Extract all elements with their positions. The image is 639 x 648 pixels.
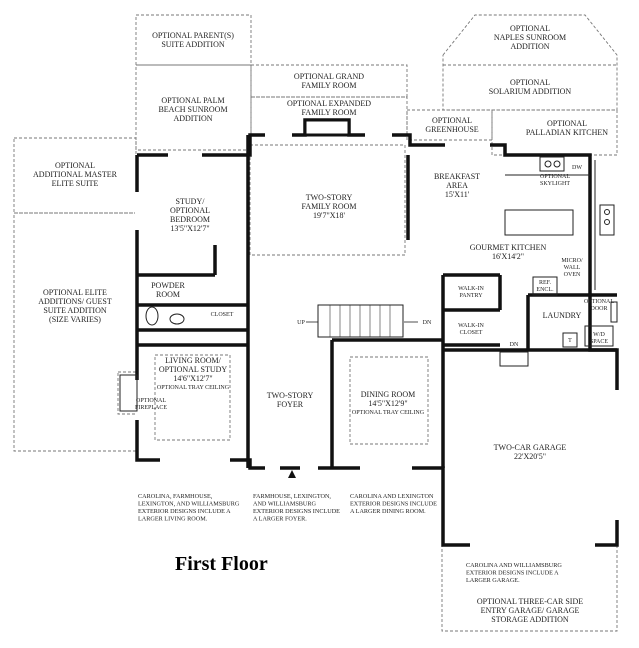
dw-label: DW xyxy=(572,165,582,171)
design-notes: CAROLINA, FARMHOUSE,LEXINGTON, AND WILLI… xyxy=(138,493,562,584)
t-mark: T xyxy=(568,338,572,344)
laundry-label: LAUNDRY xyxy=(543,311,582,320)
stair-dn-label: DN xyxy=(423,320,432,326)
walls xyxy=(135,118,619,547)
floor-title: First Floor xyxy=(175,553,268,575)
fixtures xyxy=(119,156,618,478)
optional-additions xyxy=(13,14,618,632)
garage-dn-label: DN xyxy=(510,342,519,348)
closet-label: CLOSET xyxy=(211,312,234,318)
room-labels: OPTIONAL PARENT(S)SUITE ADDITION OPTIONA… xyxy=(33,24,614,624)
living-note: CAROLINA, FARMHOUSE,LEXINGTON, AND WILLI… xyxy=(138,493,240,523)
stair-up-label: UP xyxy=(297,320,305,326)
ref-label: REF.ENCL. xyxy=(536,280,554,293)
parents-suite-label: OPTIONAL PARENT(S)SUITE ADDITION xyxy=(152,31,234,49)
